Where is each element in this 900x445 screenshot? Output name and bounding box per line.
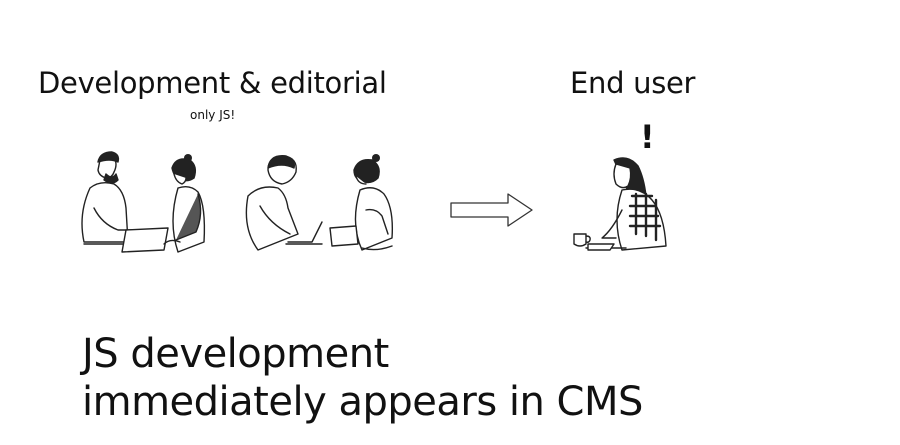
developer-pair-illustration (81, 151, 206, 253)
right-arrow-outline-icon (450, 193, 533, 227)
editor-pair-illustration (245, 154, 394, 251)
end-user-heading: End user (570, 66, 696, 100)
surprise-mark: ! (640, 118, 655, 156)
caption-line-2: immediately appears in CMS (82, 379, 643, 425)
development-editorial-heading: Development & editorial (38, 66, 387, 100)
caption: JS development immediately appears in CM… (82, 330, 643, 426)
only-js-note: only JS! (190, 108, 236, 122)
caption-line-1: JS development (82, 331, 389, 377)
end-user-illustration (573, 157, 667, 251)
